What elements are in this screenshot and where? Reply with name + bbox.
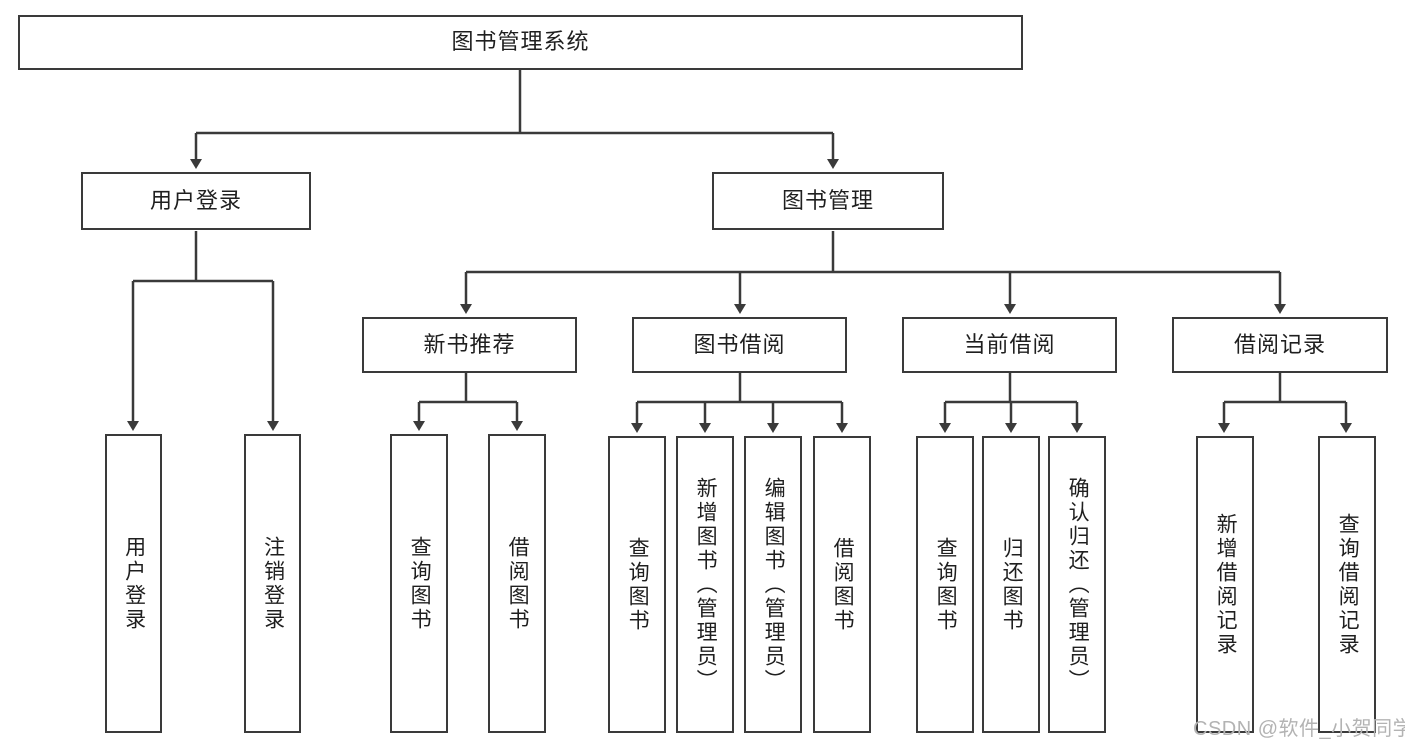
leaf-logout-label: 注销登录	[261, 535, 285, 632]
leaf-user-login[interactable]: 用户登录	[105, 434, 162, 733]
leaf-confirm-return-admin-label: 确认归还（管理员）	[1066, 476, 1090, 693]
edge-group-book-borrow	[631, 373, 848, 433]
node-borrow-record-label: 借阅记录	[1233, 331, 1326, 357]
edge-group-borrow-record	[1218, 373, 1352, 433]
edge-group-current-borrow	[939, 373, 1083, 433]
leaf-query-borrow-record-label: 查询借阅记录	[1336, 512, 1360, 657]
node-borrow-record[interactable]: 借阅记录	[1172, 317, 1388, 373]
leaf-return-book-label: 归还图书	[1000, 536, 1024, 633]
node-book-management-label: 图书管理	[781, 187, 874, 213]
leaf-confirm-return-admin[interactable]: 确认归还（管理员）	[1048, 436, 1106, 733]
leaf-query-book-nbr[interactable]: 查询图书	[390, 434, 448, 733]
node-user-login[interactable]: 用户登录	[81, 172, 311, 230]
node-new-book-recommend-label: 新书推荐	[423, 331, 516, 357]
leaf-add-borrow-record[interactable]: 新增借阅记录	[1196, 436, 1254, 733]
watermark-text: CSDN @软件_小贺同学	[1193, 718, 1405, 740]
leaf-query-book-bb-label: 查询图书	[626, 536, 650, 633]
leaf-edit-book-admin[interactable]: 编辑图书（管理员）	[744, 436, 802, 733]
leaf-edit-book-admin-label: 编辑图书（管理员）	[762, 476, 786, 693]
leaf-add-borrow-record-label: 新增借阅记录	[1214, 512, 1238, 657]
node-root-library-system[interactable]: 图书管理系统	[18, 15, 1023, 70]
leaf-query-borrow-record[interactable]: 查询借阅记录	[1318, 436, 1376, 733]
leaf-add-book-admin-label: 新增图书（管理员）	[694, 476, 718, 693]
node-book-borrow[interactable]: 图书借阅	[632, 317, 847, 373]
node-new-book-recommend[interactable]: 新书推荐	[362, 317, 577, 373]
leaf-query-book-bb[interactable]: 查询图书	[608, 436, 666, 733]
edge-group-new-book-rec	[413, 373, 523, 431]
node-current-borrow[interactable]: 当前借阅	[902, 317, 1117, 373]
leaf-borrow-book-nbr-label: 借阅图书	[506, 535, 530, 632]
leaf-add-book-admin[interactable]: 新增图书（管理员）	[676, 436, 734, 733]
edge-group-book-manage	[460, 231, 1286, 314]
leaf-query-book-cb-label: 查询图书	[934, 536, 958, 633]
edge-group-root	[190, 70, 839, 169]
node-user-login-label: 用户登录	[149, 187, 242, 213]
edge-group-user-login	[127, 231, 279, 431]
leaf-logout[interactable]: 注销登录	[244, 434, 301, 733]
leaf-return-book[interactable]: 归还图书	[982, 436, 1040, 733]
node-root-label: 图书管理系统	[451, 29, 590, 55]
leaf-borrow-book-bb[interactable]: 借阅图书	[813, 436, 871, 733]
node-current-borrow-label: 当前借阅	[963, 331, 1056, 357]
leaf-query-book-nbr-label: 查询图书	[408, 535, 432, 632]
node-book-management[interactable]: 图书管理	[712, 172, 944, 230]
leaf-query-book-cb[interactable]: 查询图书	[916, 436, 974, 733]
leaf-borrow-book-nbr[interactable]: 借阅图书	[488, 434, 546, 733]
leaf-borrow-book-bb-label: 借阅图书	[831, 536, 855, 633]
leaf-user-login-label: 用户登录	[122, 535, 146, 632]
node-book-borrow-label: 图书借阅	[693, 331, 786, 357]
